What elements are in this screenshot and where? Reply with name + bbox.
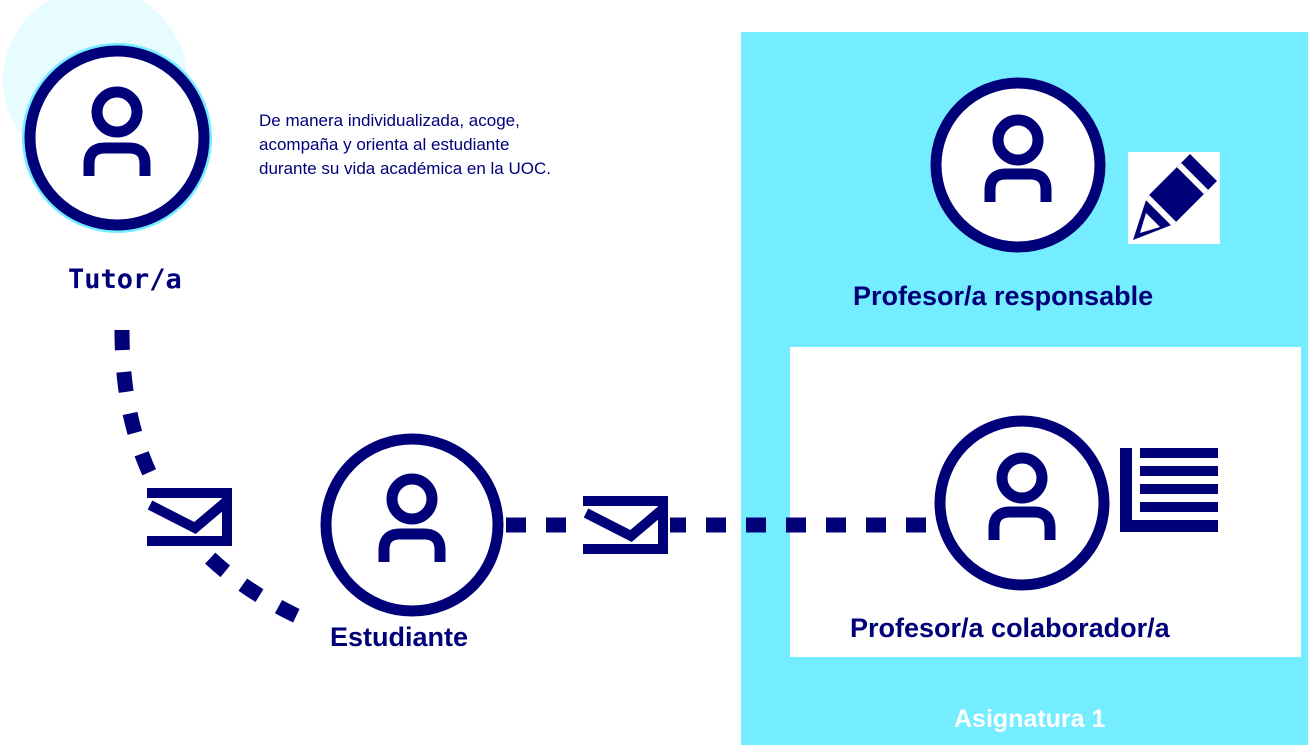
envelope-icon-tutor [144, 484, 234, 548]
tutor-label: Tutor/a [68, 264, 182, 295]
tutor-description: De manera individualizada, acoge, acompa… [259, 109, 619, 181]
pencil-icon [1128, 152, 1220, 244]
tutor-student-connector [114, 329, 314, 629]
student-label: Estudiante [330, 622, 469, 652]
responsible-person-icon [930, 77, 1106, 253]
tutor-description-line-2: acompaña y orienta al estudiante [259, 135, 510, 154]
tutor-description-line-3: durante su vida académica en la UOC. [259, 159, 551, 178]
tutor-person-icon [24, 45, 210, 231]
document-lines-icon [1120, 448, 1218, 532]
envelope-icon-student [580, 493, 670, 557]
responsible-label: Profesor/a responsable [853, 281, 1154, 311]
tutor-description-line-1: De manera individualizada, acoge, [259, 111, 520, 130]
collaborator-label: Profesor/a colaborador/a [850, 613, 1170, 643]
subject-label: Asignatura 1 [954, 705, 1106, 733]
collaborator-person-icon [934, 415, 1110, 591]
student-person-icon [320, 433, 504, 617]
